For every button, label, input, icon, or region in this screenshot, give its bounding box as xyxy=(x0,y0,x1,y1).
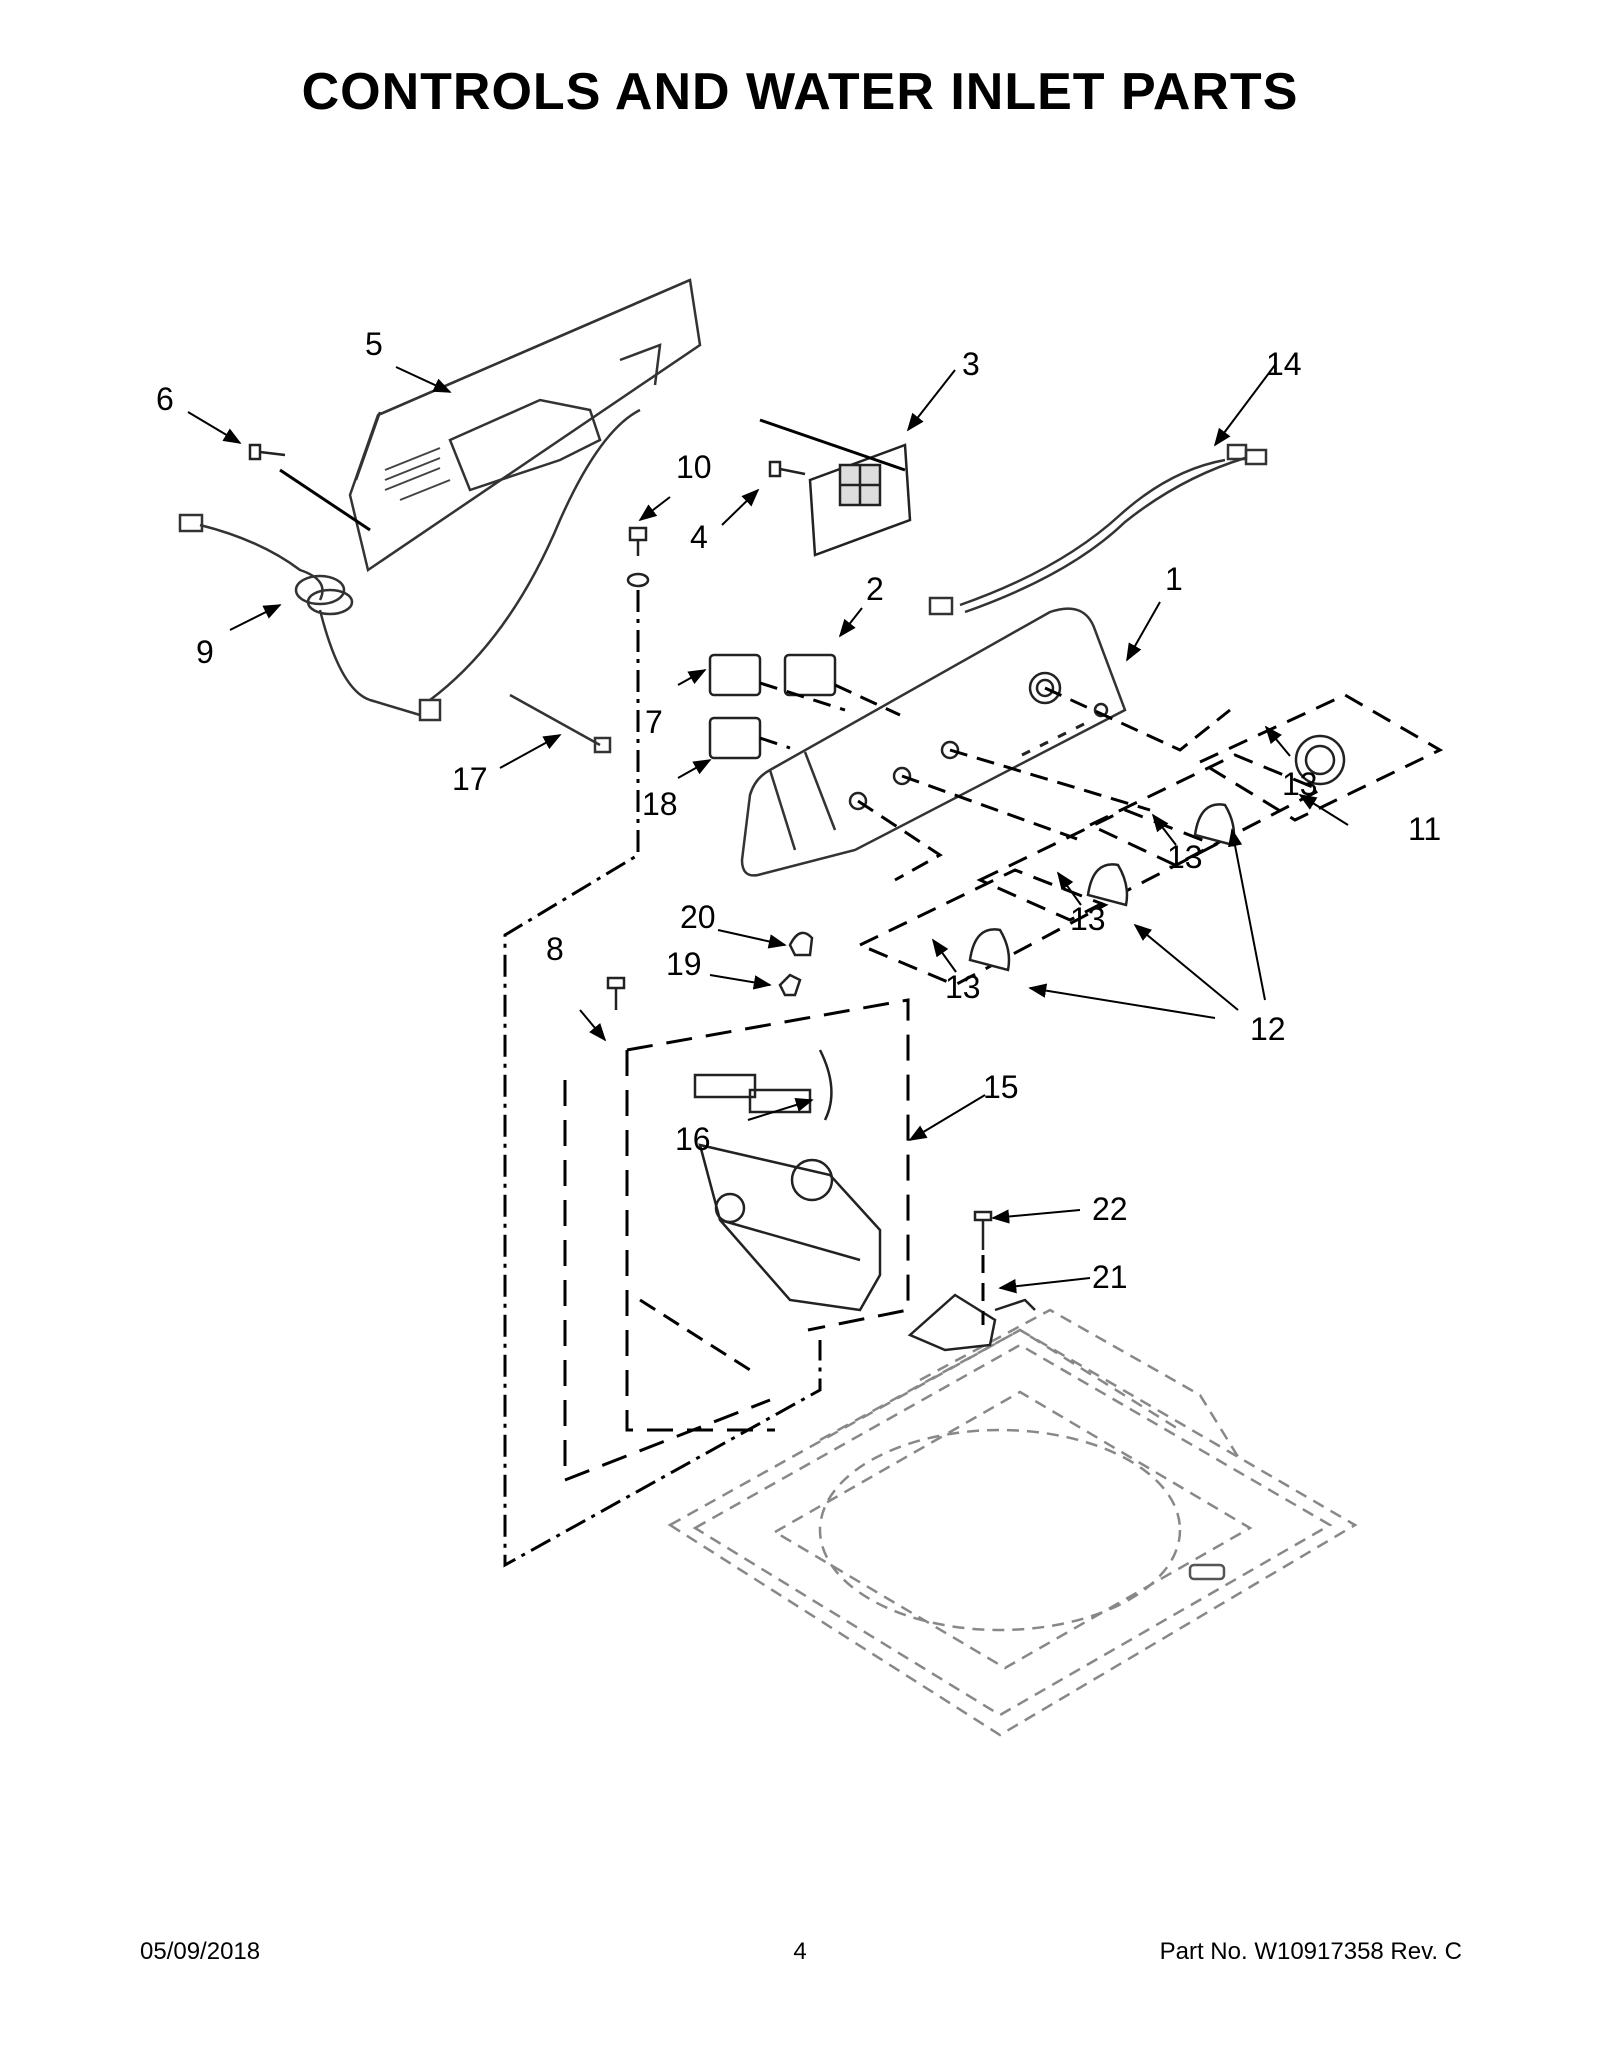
callout-8: 8 xyxy=(546,931,564,967)
callout-13b: 13 xyxy=(1167,839,1203,875)
console-back-panel xyxy=(348,278,702,573)
callout-3: 3 xyxy=(962,346,980,382)
footer-date: 05/09/2018 xyxy=(140,1938,261,1965)
callout-labels: 1 2 3 4 5 6 7 8 9 10 11 12 13 13 13 13 1… xyxy=(156,326,1441,1295)
small-hardware xyxy=(248,443,814,1010)
cabinet-top-latch xyxy=(1188,1563,1226,1581)
callout-10: 10 xyxy=(676,449,712,485)
power-cord xyxy=(178,408,641,722)
callout-2: 2 xyxy=(866,571,884,607)
page-title: CONTROLS AND WATER INLET PARTS xyxy=(301,63,1299,121)
switches xyxy=(708,653,837,760)
callout-18: 18 xyxy=(642,786,678,822)
callout-21: 21 xyxy=(1092,1259,1128,1295)
routing-lines xyxy=(279,418,1231,1568)
callout-17: 17 xyxy=(452,761,488,797)
footer-part-number: Part No. W10917358 Rev. C xyxy=(1159,1938,1462,1965)
callout-22: 22 xyxy=(1092,1191,1128,1227)
leader-arrows xyxy=(187,364,1349,1294)
callout-12: 12 xyxy=(1250,1011,1286,1047)
water-inlet-frame xyxy=(625,998,910,1432)
callout-6: 6 xyxy=(156,381,174,417)
callout-13a: 13 xyxy=(1282,766,1318,802)
callout-11: 11 xyxy=(1408,811,1441,847)
callout-7: 7 xyxy=(645,704,663,740)
main-control-board xyxy=(808,443,912,557)
console xyxy=(740,607,1127,877)
callout-5: 5 xyxy=(365,326,383,362)
callout-13c: 13 xyxy=(1070,901,1106,937)
callout-13d: 13 xyxy=(945,969,981,1005)
cabinet-top xyxy=(667,1308,1358,1737)
callout-9: 9 xyxy=(196,634,214,670)
water-inlet-assembly xyxy=(693,1049,882,1312)
console-knob-holes xyxy=(848,671,1109,811)
callout-16: 16 xyxy=(675,1121,711,1157)
console-status-lights xyxy=(1021,722,1085,757)
footer-page-number: 4 xyxy=(793,1938,807,1965)
pressure-switch xyxy=(907,1293,1036,1352)
callout-20: 20 xyxy=(680,899,716,935)
callout-14: 14 xyxy=(1266,346,1302,382)
console-back-panel-vents xyxy=(384,447,451,501)
screw-22 xyxy=(973,1210,993,1250)
cable-tie xyxy=(509,693,612,754)
knobs xyxy=(968,734,1346,972)
knob-groups xyxy=(856,693,1444,987)
callout-1: 1 xyxy=(1165,561,1183,597)
wire-harness xyxy=(928,443,1268,616)
callout-15: 15 xyxy=(983,1069,1019,1105)
callout-4: 4 xyxy=(690,519,708,555)
callout-19: 19 xyxy=(666,946,702,982)
